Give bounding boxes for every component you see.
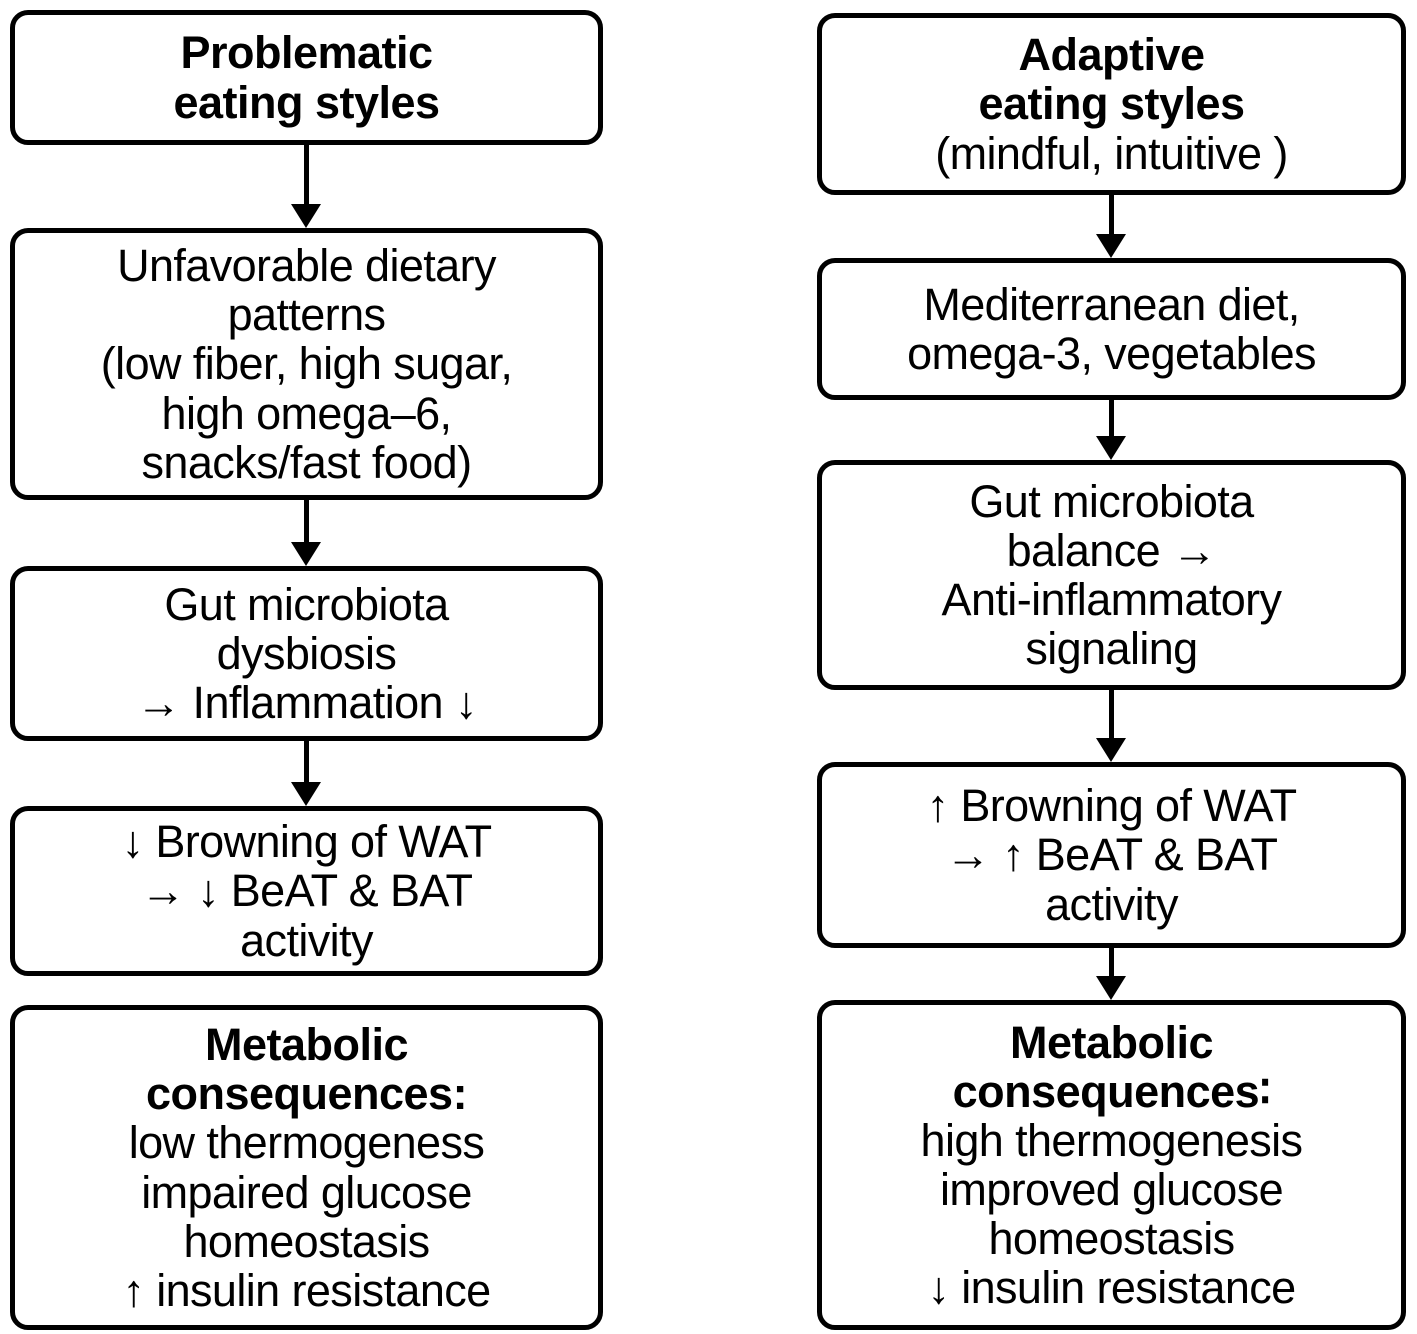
node-problematic-eating-styles[interactable]: Problematic eating styles xyxy=(10,10,603,145)
arrow-head-icon xyxy=(291,542,321,566)
column-adaptive: Adaptive eating styles (mindful, intuiti… xyxy=(817,0,1406,1334)
node-line: patterns xyxy=(227,289,386,341)
node-line: eating styles xyxy=(978,78,1245,130)
node-line: ↑ insulin resistance xyxy=(122,1264,491,1316)
node-line: → ↓ BeAT & BAT xyxy=(140,865,473,917)
node-line: homeostasis xyxy=(183,1215,430,1267)
node-line: activity xyxy=(240,914,373,966)
arrow-head-icon xyxy=(1096,738,1126,762)
node-line: Metabolic xyxy=(1009,1016,1214,1068)
node-adaptive-eating-styles[interactable]: Adaptive eating styles (mindful, intuiti… xyxy=(817,13,1406,195)
node-line: homeostasis xyxy=(988,1213,1235,1265)
node-line: Problematic xyxy=(180,27,433,79)
arrow-head-icon xyxy=(1096,976,1126,1000)
node-line: signaling xyxy=(1025,623,1198,675)
node-line: Unfavorable dietary xyxy=(117,240,496,292)
node-line: Metabolic xyxy=(204,1019,409,1071)
arrow-head-icon xyxy=(291,782,321,806)
node-line: (mindful, intuitive ) xyxy=(935,127,1288,179)
node-mediterranean-diet[interactable]: Mediterranean diet, omega-3, vegetables xyxy=(817,258,1406,400)
node-line: consequences∶ xyxy=(952,1065,1271,1117)
arrow-shaft xyxy=(303,145,309,205)
node-line: Gut microbiota xyxy=(969,475,1254,527)
node-line: high omega–6, xyxy=(161,387,453,439)
node-line: (low fiber, high sugar, xyxy=(100,338,513,390)
column-problematic: Problematic eating styles Unfavorable di… xyxy=(10,0,603,1334)
node-line: dysbiosis xyxy=(216,627,397,679)
node-metabolic-consequences-positive[interactable]: Metabolic consequences∶ high thermogenes… xyxy=(817,1000,1406,1330)
node-line: activity xyxy=(1045,878,1178,930)
arrow-head-icon xyxy=(1096,234,1126,258)
node-line: ↓ Browning of WAT xyxy=(121,816,493,868)
connector-arrow xyxy=(1096,400,1126,460)
node-line: → Inflammation ↓ xyxy=(136,677,477,729)
node-line: eating styles xyxy=(173,76,440,128)
node-line: Gut microbiota xyxy=(164,578,449,630)
node-line: high thermogenesis xyxy=(920,1114,1304,1166)
connector-arrow xyxy=(291,741,321,806)
arrow-shaft xyxy=(303,500,309,543)
arrow-shaft xyxy=(303,741,309,783)
node-unfavorable-dietary-patterns[interactable]: Unfavorable dietary patterns (low fiber,… xyxy=(10,228,603,500)
node-line: Adaptive xyxy=(1018,29,1205,81)
arrow-shaft xyxy=(1108,948,1114,977)
connector-arrow xyxy=(1096,690,1126,762)
node-gut-microbiota-balance[interactable]: Gut microbiota balance → Anti-inflammato… xyxy=(817,460,1406,690)
node-decreased-browning-wat[interactable]: ↓ Browning of WAT → ↓ BeAT & BAT activit… xyxy=(10,806,603,976)
node-increased-browning-wat[interactable]: ↑ Browning of WAT → ↑ BeAT & BAT activit… xyxy=(817,762,1406,948)
arrow-shaft xyxy=(1108,400,1114,437)
connector-arrow xyxy=(291,500,321,566)
arrow-head-icon xyxy=(291,204,321,228)
node-line: omega-3, vegetables xyxy=(907,328,1316,379)
connector-arrow xyxy=(291,145,321,228)
node-line: low thermogeness xyxy=(128,1117,485,1169)
node-line: balance → xyxy=(1006,524,1217,576)
node-line: → ↑ BeAT & BAT xyxy=(945,829,1278,881)
node-line: consequences: xyxy=(145,1068,468,1120)
node-line: improved glucose xyxy=(939,1164,1284,1215)
connector-arrow xyxy=(1096,195,1126,258)
node-line: ↑ Browning of WAT xyxy=(926,780,1298,832)
node-line: ↓ insulin resistance xyxy=(927,1262,1296,1314)
node-line: Anti-inflammatory xyxy=(941,574,1282,625)
arrow-shaft xyxy=(1108,690,1114,739)
connector-arrow xyxy=(1096,948,1126,1000)
node-line: snacks/fast food) xyxy=(141,436,473,488)
node-line: impaired glucose xyxy=(141,1166,472,1218)
arrow-shaft xyxy=(1108,195,1114,235)
node-line: Mediterranean diet, xyxy=(923,278,1300,330)
node-metabolic-consequences-negative[interactable]: Metabolic consequences: low thermogeness… xyxy=(10,1005,603,1330)
arrow-head-icon xyxy=(1096,436,1126,460)
node-gut-microbiota-dysbiosis[interactable]: Gut microbiota dysbiosis → Inflammation … xyxy=(10,566,603,741)
